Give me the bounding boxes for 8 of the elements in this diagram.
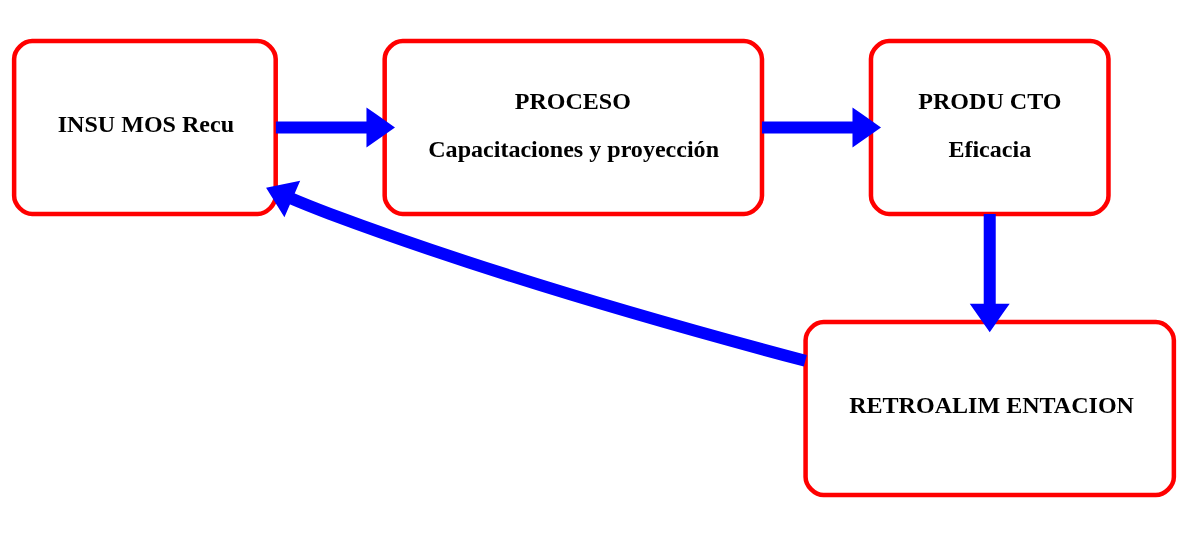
node-box: INSU MOS Recu: [11, 38, 278, 216]
node-box: PRODU CTO Eficacia: [868, 38, 1111, 216]
arrow: [266, 180, 807, 367]
arrow: [969, 213, 1010, 332]
node-box: PROCESO Capacitaciones y proyección: [382, 38, 765, 216]
node-box: RETROALIM ENTACION: [803, 319, 1177, 497]
arrow: [275, 106, 395, 147]
arrow: [762, 106, 881, 147]
